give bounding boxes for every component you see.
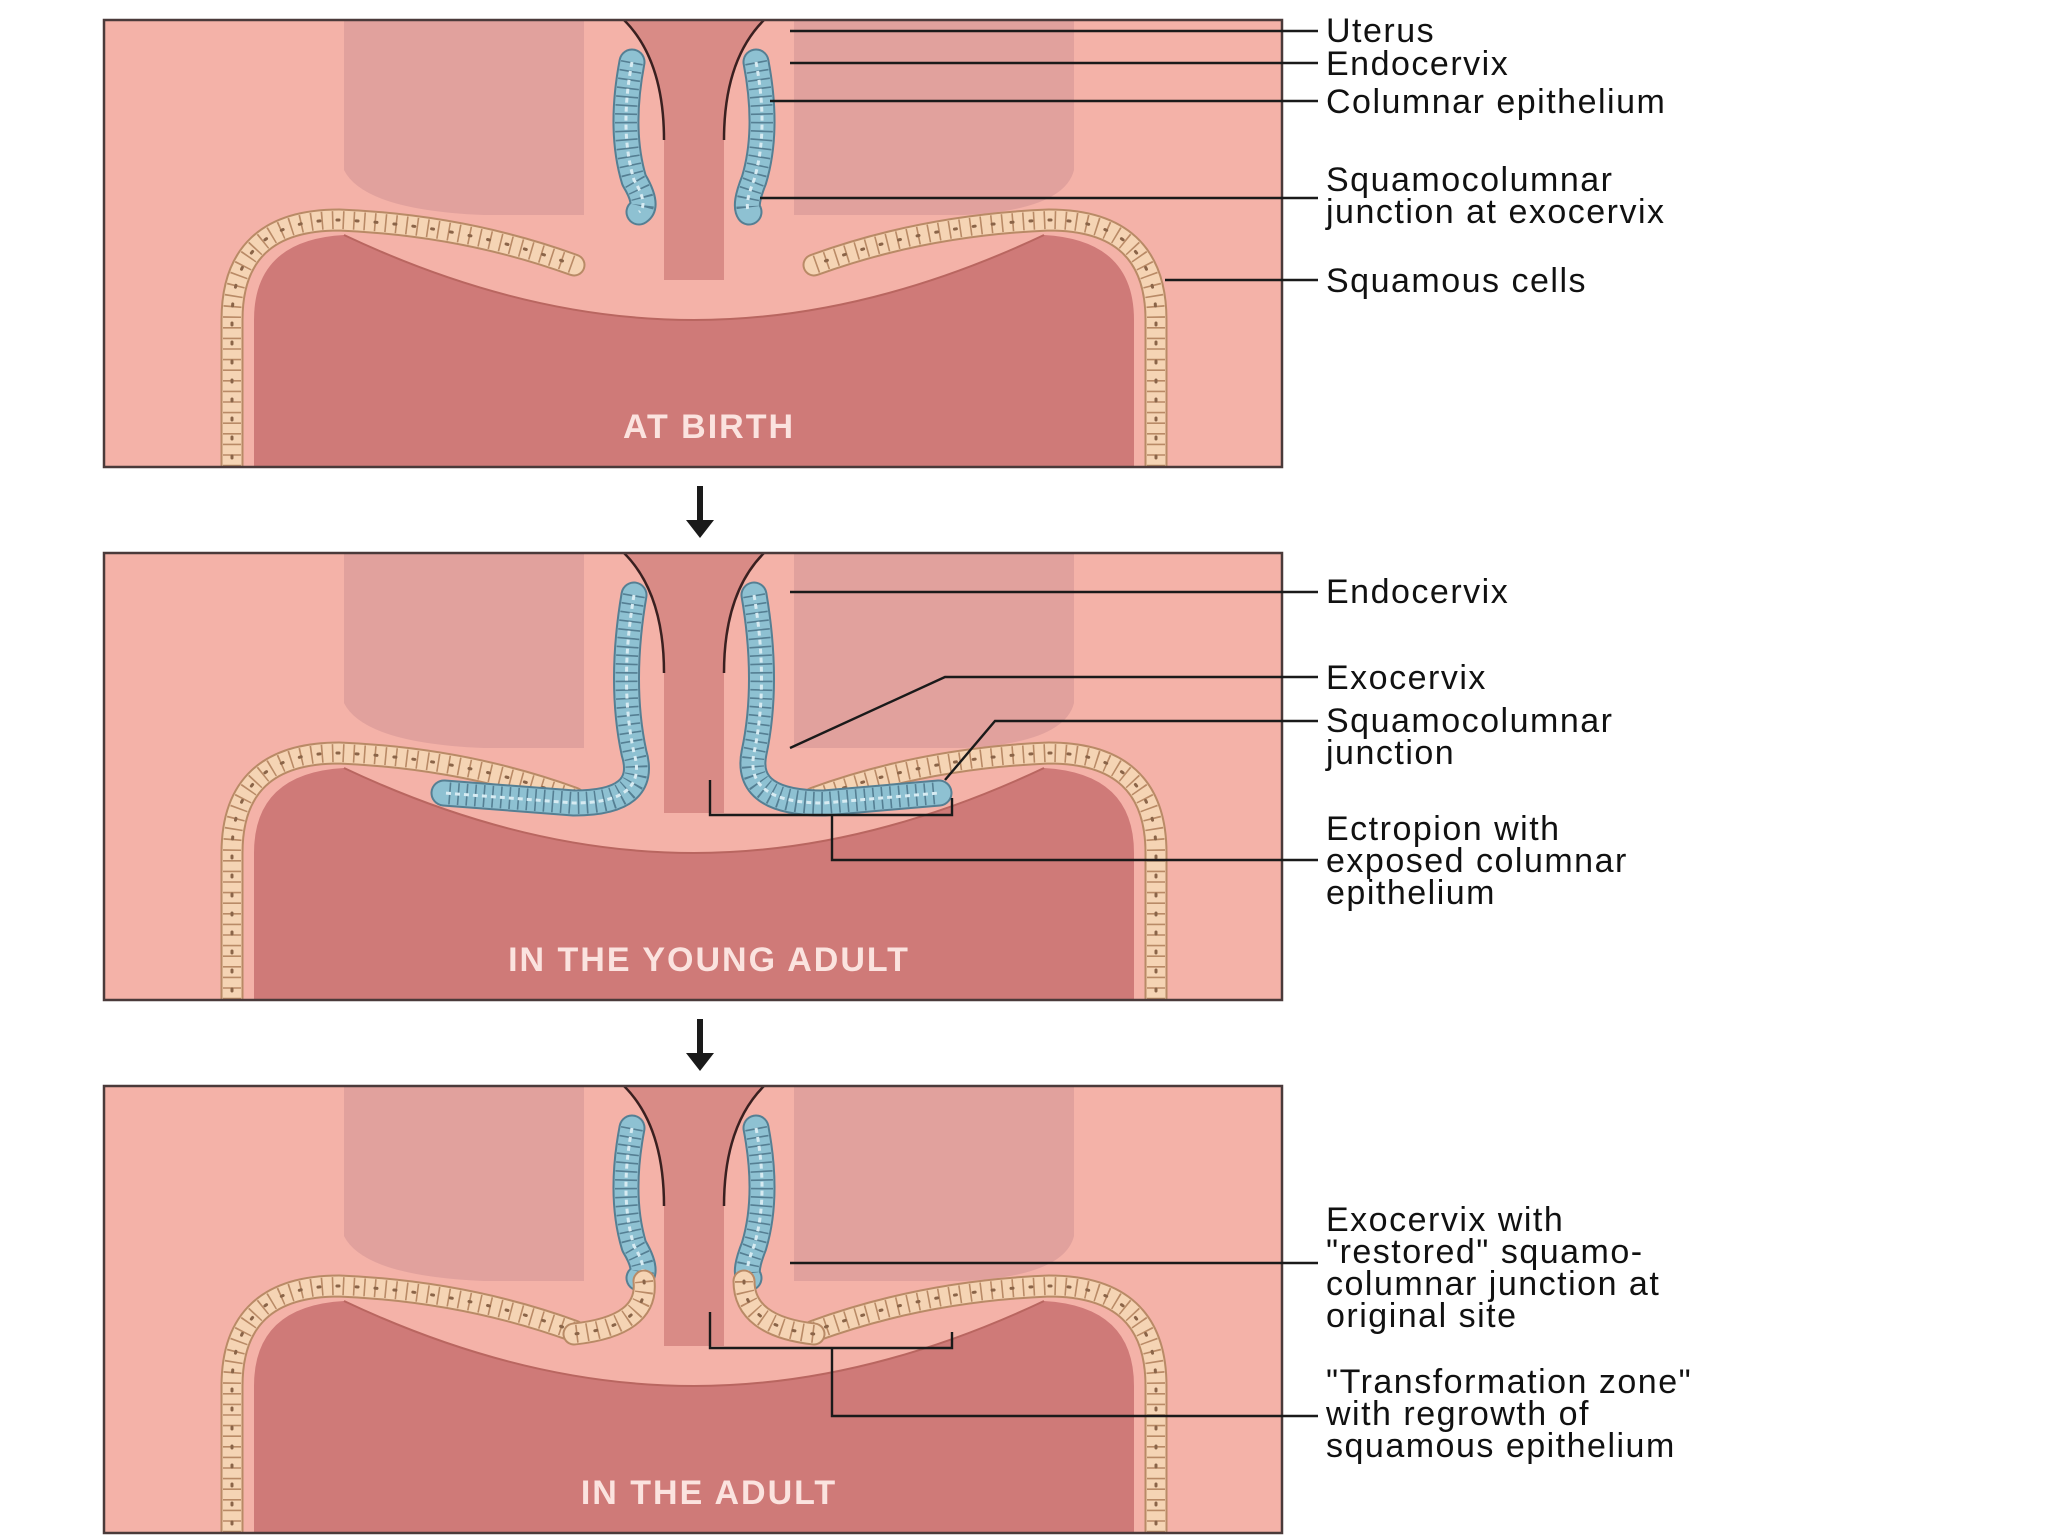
vaginal-lumen	[254, 1301, 1134, 1533]
arrow-down-icon	[686, 1019, 714, 1071]
uterine-wall-right	[794, 20, 1074, 215]
stage-panel-3: IN THE ADULT	[102, 1084, 1284, 1535]
stage-caption: IN THE ADULT	[581, 1474, 837, 1512]
stage-panel-2: IN THE YOUNG ADULT	[102, 551, 1284, 1002]
leader-line	[830, 815, 1318, 862]
leader-line	[944, 719, 1318, 781]
uterine-wall-left	[344, 1086, 584, 1281]
panel-frame	[102, 1084, 1284, 1535]
stage-panel-1: AT BIRTH	[102, 18, 1284, 469]
stage-caption: IN THE YOUNG ADULT	[508, 941, 910, 979]
squamous-epithelium-left	[220, 208, 586, 467]
callout-2-1: Endocervix	[790, 573, 1509, 611]
metaplastic-squamous-left	[562, 1269, 656, 1346]
callout-1-5: Squamous cells	[1165, 262, 1587, 300]
callout-label: Exocervix with"restored" squamo-columnar…	[1326, 1201, 1660, 1335]
callout-label: Uterus	[1326, 12, 1435, 50]
panel-frame	[102, 18, 1284, 469]
columnar-epithelium-right	[733, 48, 776, 226]
squamous-epithelium-left	[220, 741, 586, 1000]
callout-label: Columnar epithelium	[1326, 83, 1666, 121]
vaginal-lumen	[254, 768, 1134, 1000]
callout-label: Exocervix	[1326, 659, 1487, 697]
uterine-wall-left	[344, 20, 584, 215]
callout-1-3: Columnar epithelium	[770, 83, 1666, 121]
columnar-epithelium-right	[733, 1114, 776, 1292]
columnar-epithelium-left	[430, 581, 650, 817]
callout-3-1: Exocervix with"restored" squamo-columnar…	[790, 1201, 1660, 1335]
callout-label: Endocervix	[1326, 45, 1509, 83]
callout-2-2: Exocervix	[789, 659, 1487, 750]
zone-bracket	[708, 780, 954, 817]
uterine-wall-right	[794, 1086, 1074, 1281]
metaplastic-squamous-right	[732, 1269, 826, 1346]
stage-caption: AT BIRTH	[623, 408, 795, 446]
columnar-epithelium-right	[739, 581, 953, 817]
callout-label: Squamous cells	[1326, 262, 1587, 300]
vaginal-lumen	[254, 235, 1134, 467]
callout-1-2: Endocervix	[790, 45, 1509, 83]
arrow-down-icon	[686, 486, 714, 538]
zone-bracket	[708, 1312, 954, 1350]
squamous-epithelium-right	[802, 208, 1168, 467]
squamous-epithelium-right	[802, 1274, 1168, 1533]
squamous-epithelium-right	[802, 741, 1168, 1000]
columnar-epithelium-left	[612, 48, 657, 226]
callout-label: Endocervix	[1326, 573, 1509, 611]
leader-line	[830, 1348, 1318, 1418]
uterine-wall-left	[344, 553, 584, 748]
squamous-epithelium-left	[220, 1274, 586, 1533]
callout-1-1: Uterus	[790, 12, 1435, 50]
uterine-wall-right	[794, 553, 1074, 748]
panel-frame	[102, 551, 1284, 1002]
leader-line	[789, 675, 1318, 750]
